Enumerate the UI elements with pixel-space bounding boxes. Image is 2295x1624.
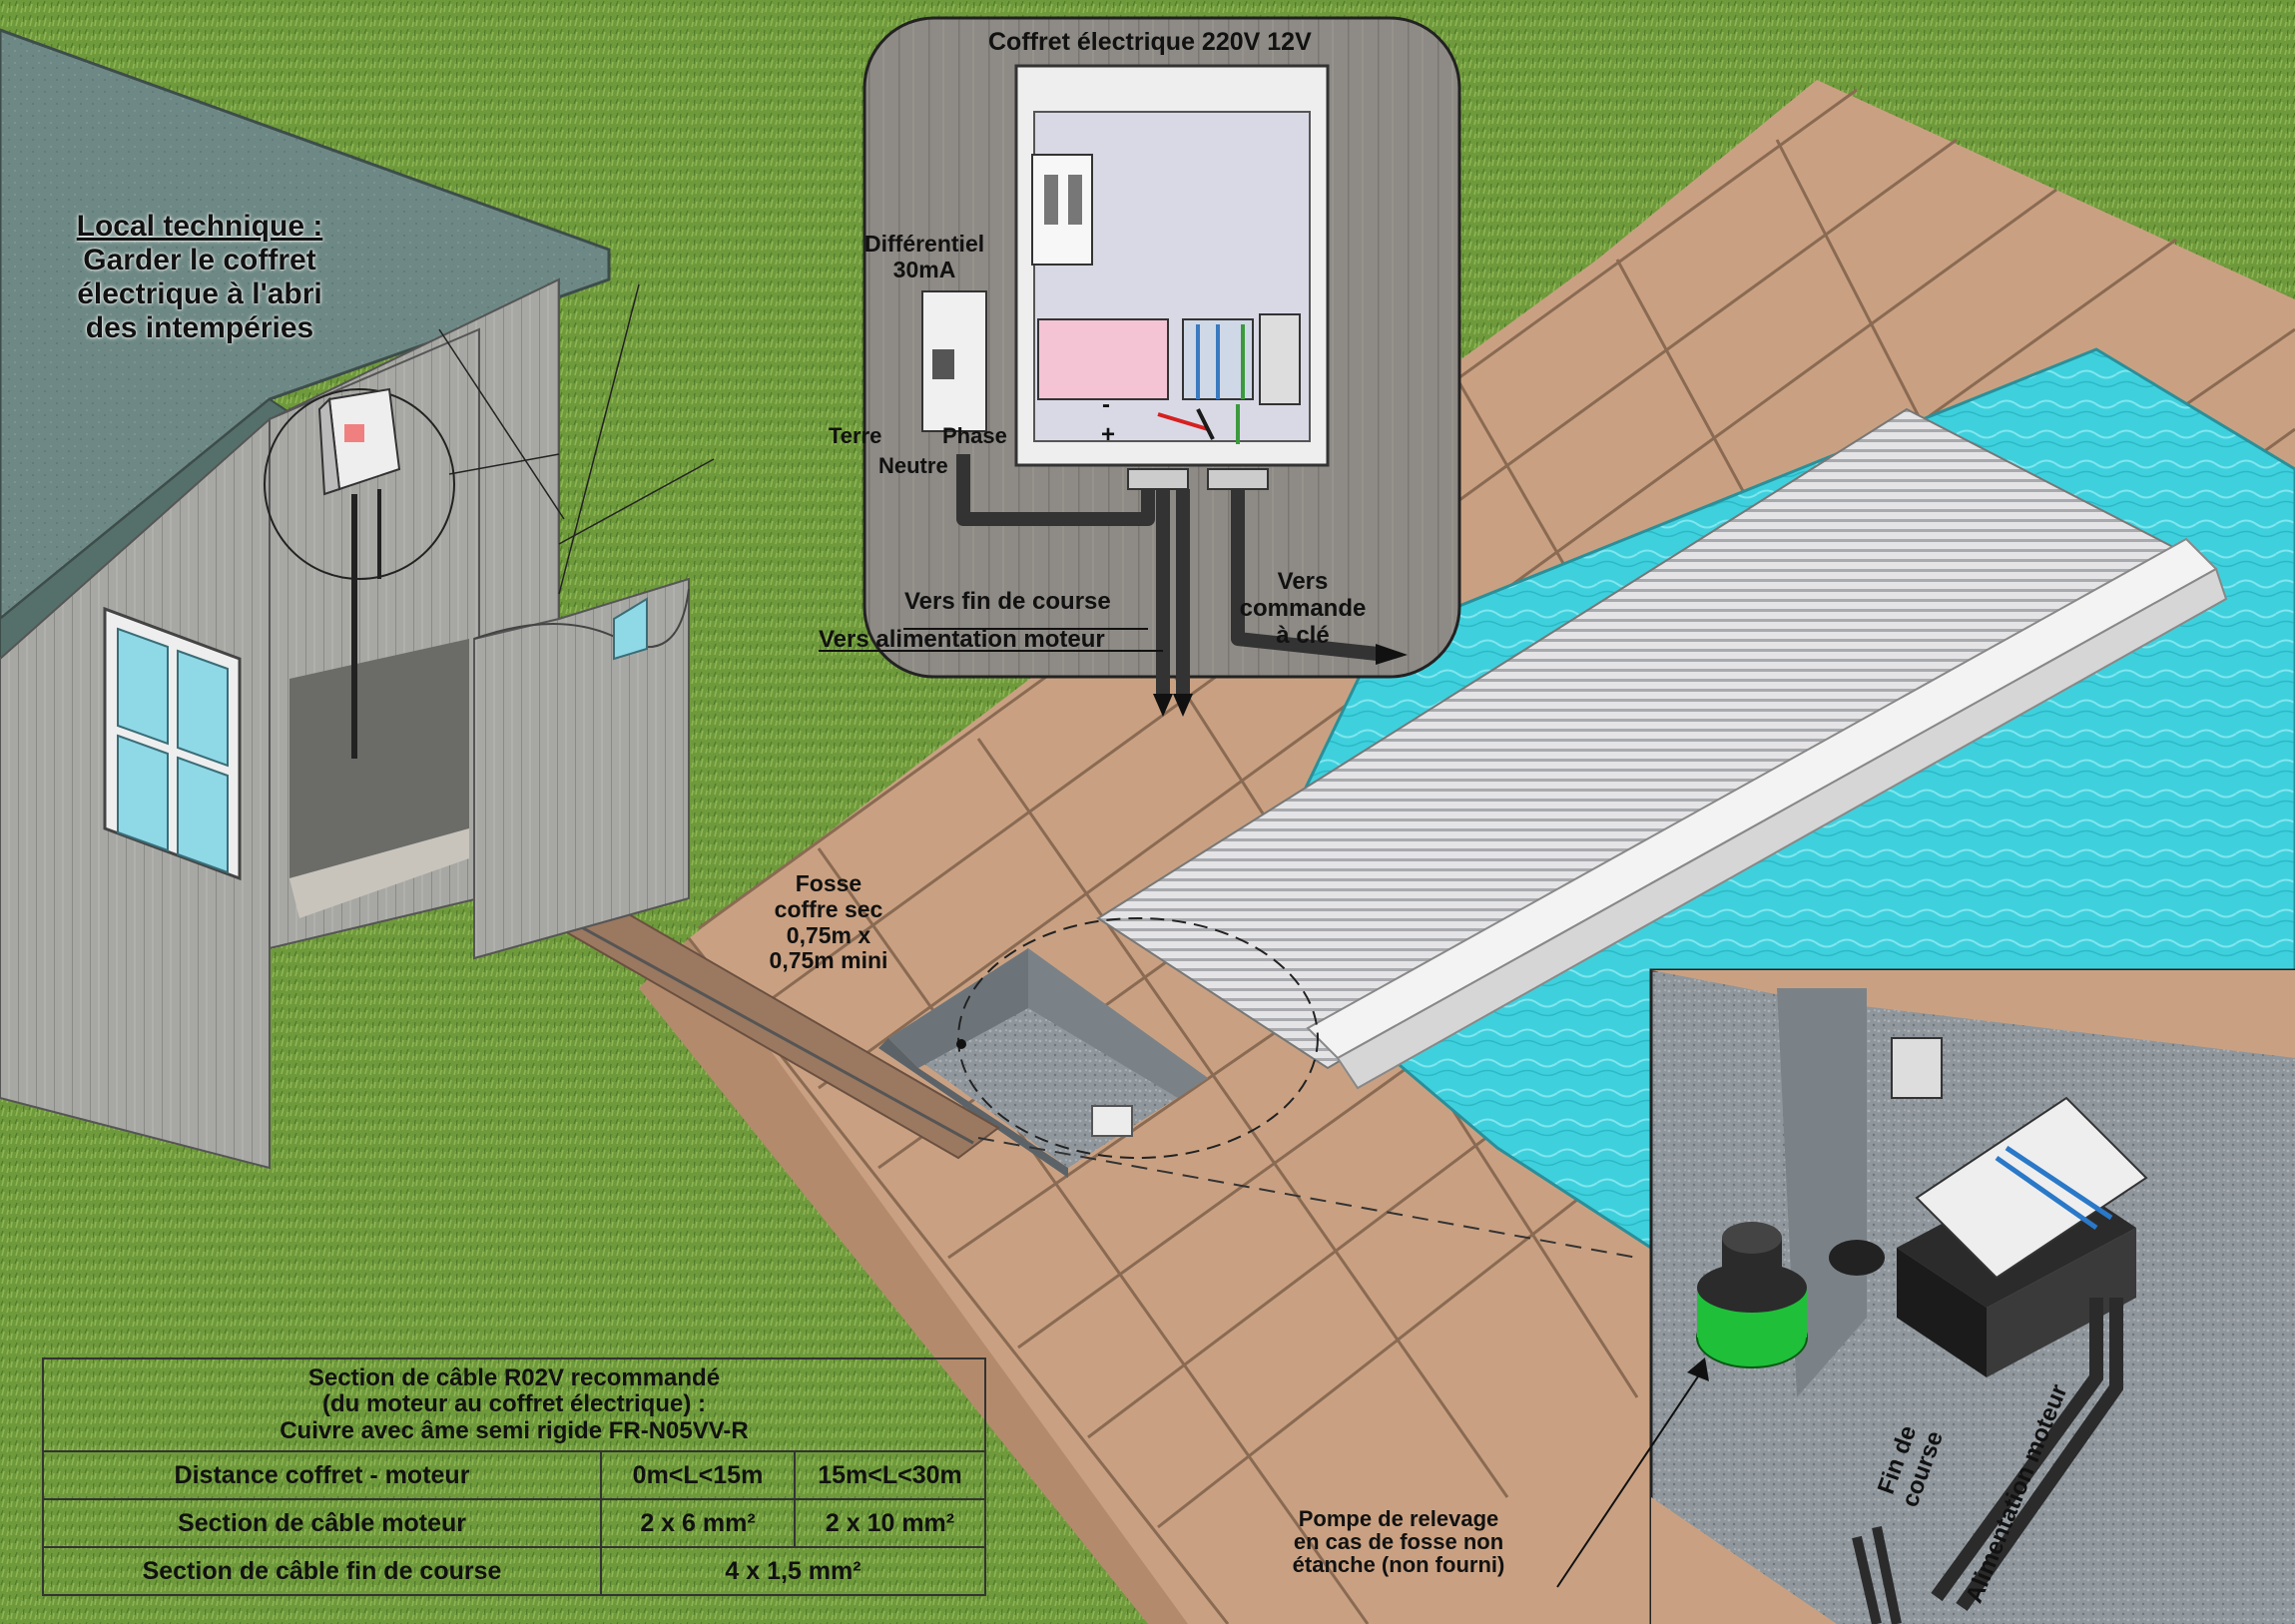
- table-title-line-2: (du moteur au coffret électrique) :: [321, 1390, 707, 1418]
- vers-alimentation-moteur-label: Vers alimentation moteur: [819, 626, 1105, 653]
- fosse-line-2: coffre sec: [774, 895, 883, 922]
- table-row-label: Section de câble moteur: [42, 1498, 602, 1549]
- vers-commande-line-2: commande: [1239, 594, 1367, 622]
- table-row-label: Distance coffret - moteur: [42, 1450, 602, 1501]
- local-technique-line-1: Garder le coffret: [83, 243, 316, 276]
- coffret-title: Coffret électrique 220V 12V: [988, 28, 1312, 56]
- local-technique-line-3: des intempéries: [85, 310, 314, 344]
- differentiel-line-2: 30mA: [892, 256, 956, 282]
- table-cell: 15m<L<30m: [794, 1450, 986, 1501]
- local-technique-label: Local technique : Garder le coffret élec…: [40, 210, 359, 345]
- table-title-line-3: Cuivre avec âme semi rigide FR-N05VV-R: [280, 1416, 749, 1444]
- table-title-line-1: Section de câble R02V recommandé: [307, 1364, 721, 1391]
- phase-label: Phase: [942, 423, 1007, 448]
- table-row: Section de câble fin de course 4 x 1,5 m…: [42, 1546, 986, 1597]
- pompe-label: Pompe de relevage en cas de fosse non ét…: [1254, 1507, 1543, 1576]
- local-technique-line-2: électrique à l'abri: [77, 276, 322, 310]
- fosse-line-1: Fosse: [795, 870, 862, 896]
- neutre-label: Neutre: [878, 453, 948, 478]
- cable-section-table: Section de câble R02V recommandé (du mot…: [42, 1356, 986, 1597]
- differentiel-label: Différentiel 30mA: [864, 231, 985, 283]
- table-cell: 2 x 6 mm²: [600, 1498, 796, 1549]
- minus-label: -: [1102, 391, 1110, 418]
- differentiel-line-1: Différentiel: [864, 231, 985, 257]
- fosse-line-4: 0,75m mini: [769, 947, 888, 974]
- fosse-line-3: 0,75m x: [786, 921, 871, 948]
- local-technique-title: Local technique :: [76, 210, 323, 243]
- table-cell: 2 x 10 mm²: [794, 1498, 986, 1549]
- table-cell: 4 x 1,5 mm²: [600, 1546, 986, 1597]
- table-cell: 0m<L<15m: [600, 1450, 796, 1501]
- table-row: Distance coffret - moteur 0m<L<15m 15m<L…: [42, 1450, 986, 1501]
- fosse-label: Fosse coffre sec 0,75m x 0,75m mini: [749, 870, 908, 974]
- pompe-line-3: étanche (non fourni): [1292, 1552, 1505, 1578]
- plus-label: +: [1101, 421, 1116, 448]
- vers-fin-de-course-label: Vers fin de course: [904, 588, 1111, 615]
- table-title-row: Section de câble R02V recommandé (du mot…: [42, 1356, 986, 1453]
- terre-label: Terre: [829, 423, 882, 448]
- pompe-line-1: Pompe de relevage: [1298, 1506, 1499, 1531]
- pompe-line-2: en cas de fosse non: [1293, 1529, 1504, 1555]
- table-title-cell: Section de câble R02V recommandé (du mot…: [42, 1356, 986, 1453]
- vers-commande-line-1: Vers: [1277, 568, 1329, 595]
- table-row: Section de câble moteur 2 x 6 mm² 2 x 10…: [42, 1498, 986, 1549]
- vers-commande-line-3: à clé: [1276, 621, 1330, 649]
- table-row-label: Section de câble fin de course: [42, 1546, 602, 1597]
- vers-commande-label: Vers commande à clé: [1223, 568, 1383, 650]
